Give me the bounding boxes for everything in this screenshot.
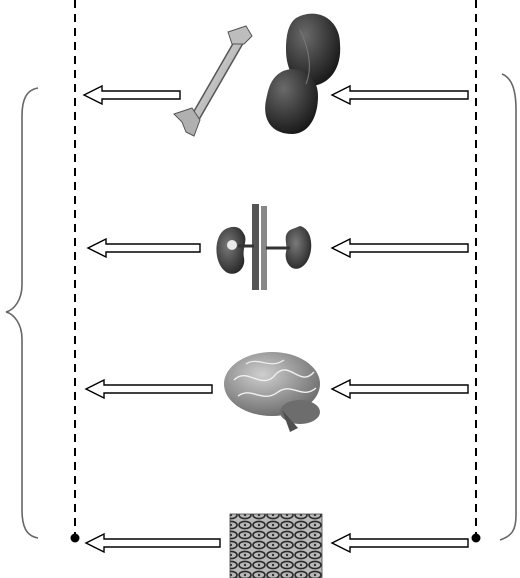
arrow-left-row-2 [88,239,200,257]
left-line-end-dot [71,534,80,543]
bone-icon [174,26,252,136]
arrow-left-row-3 [86,380,212,398]
kidney-icon [216,204,311,290]
brain-icon [224,352,320,432]
tissue-micrograph-icon [230,514,322,578]
arrow-right-side-row-1 [332,86,468,104]
arrow-right-side-row-3 [332,380,468,398]
left-curly-brace [6,88,38,538]
arrow-right-side-row-4 [332,534,468,552]
right-curly-brace [500,74,516,540]
arrow-left-row-1 [84,86,180,104]
muscle-icon [265,14,340,134]
arrow-right-side-row-2 [332,239,468,257]
arrow-left-row-4 [86,534,220,552]
right-line-end-dot [472,534,481,543]
